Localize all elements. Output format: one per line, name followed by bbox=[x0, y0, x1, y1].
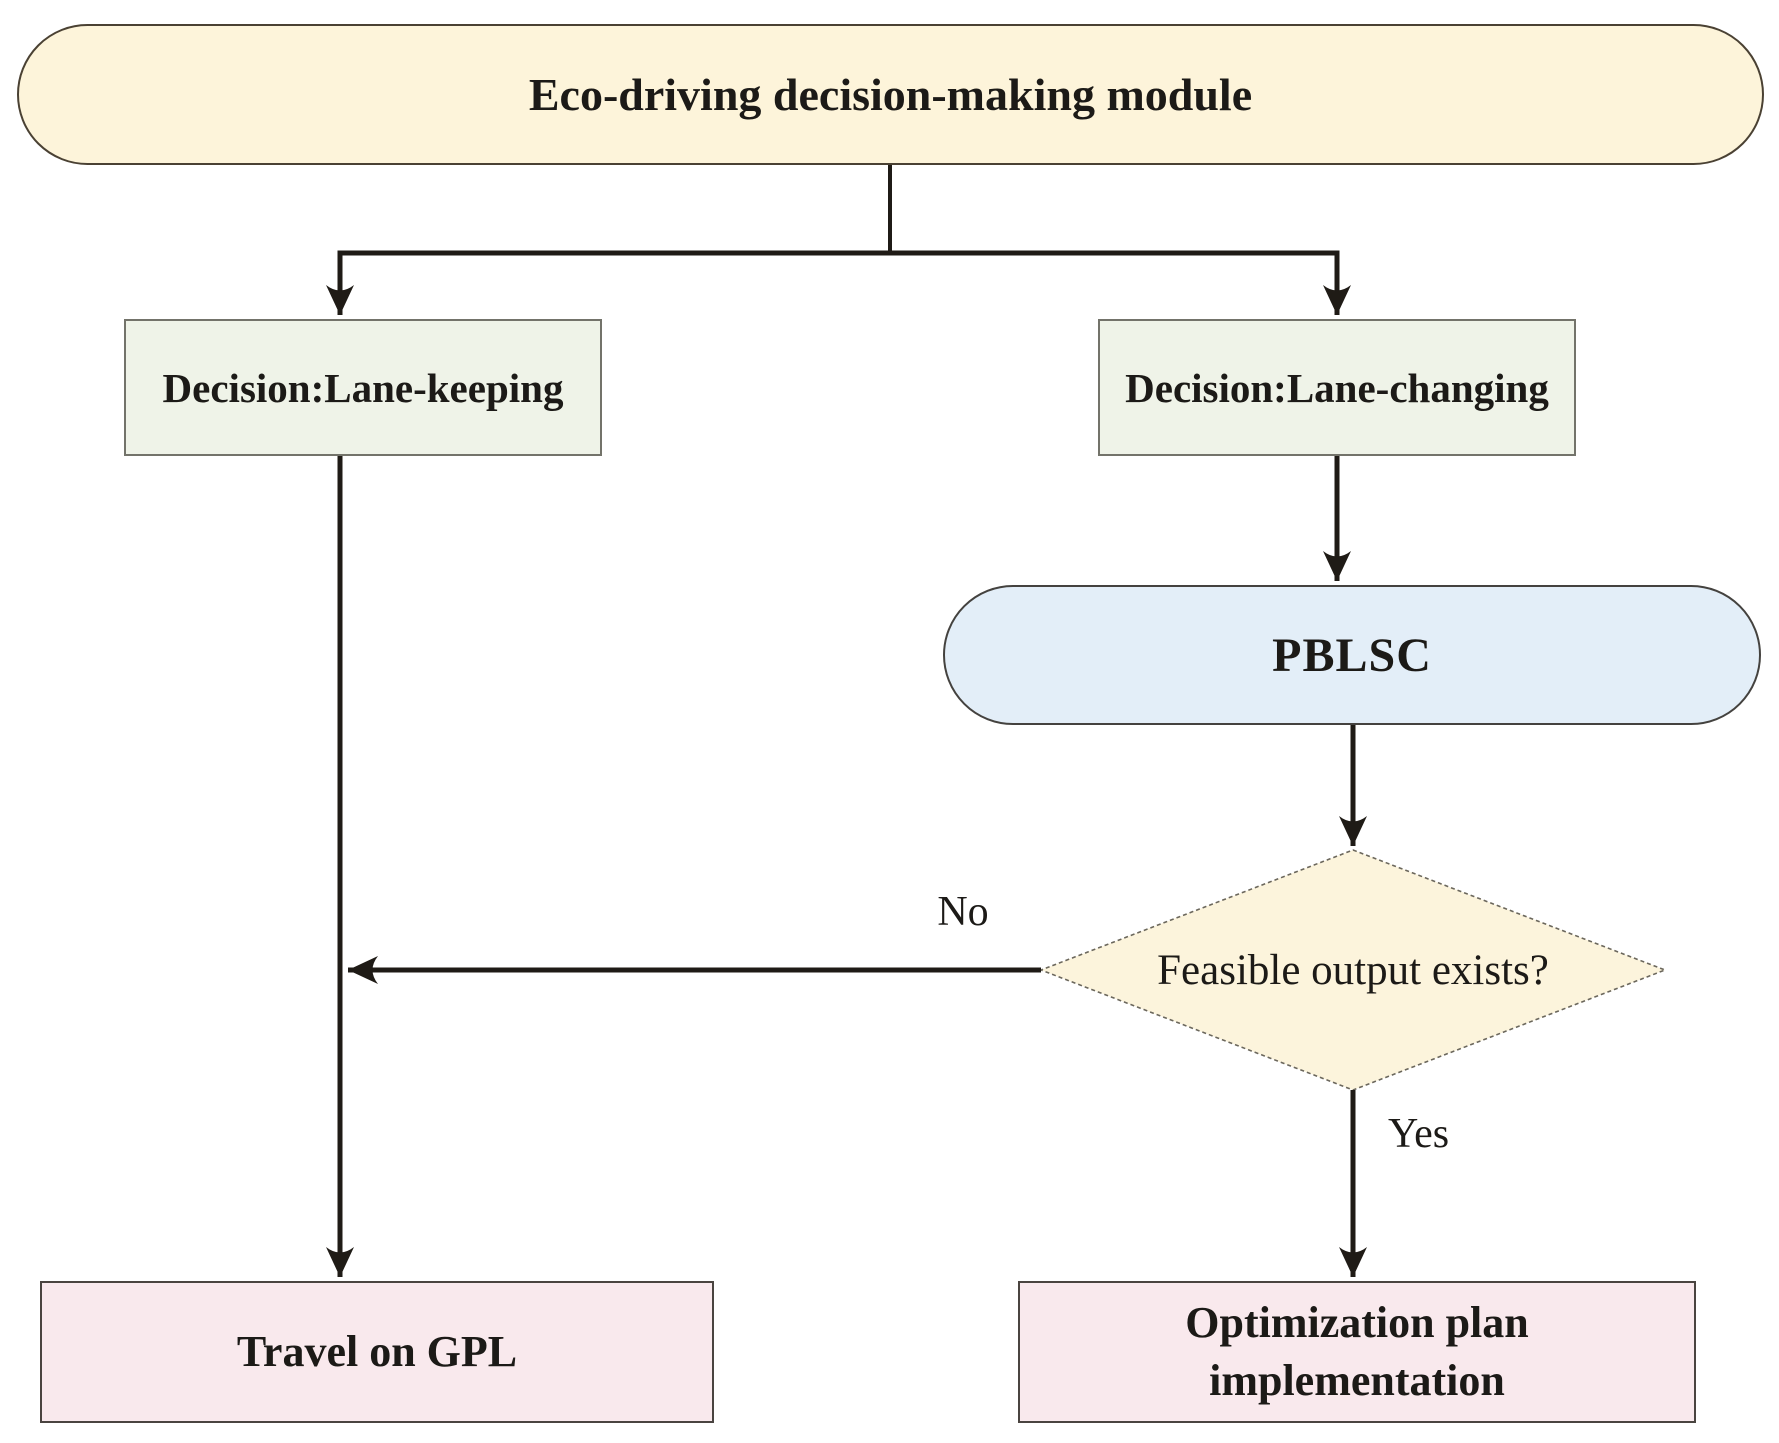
node-decision-lane-keeping-label: Decision:Lane-keeping bbox=[162, 364, 564, 411]
node-optimization-plan-label: Optimization plan implementation bbox=[1185, 1297, 1529, 1405]
edge-label-no: No bbox=[937, 889, 989, 935]
node-travel-on-gpl-label: Travel on GPL bbox=[236, 1326, 518, 1376]
node-pblsc: PBLSC bbox=[943, 585, 1761, 725]
node-decision-lane-changing-label: Decision:Lane-changing bbox=[1125, 364, 1549, 411]
node-decision-lane-keeping: Decision:Lane-keeping bbox=[124, 319, 602, 456]
edge-label-yes: Yes bbox=[1388, 1111, 1450, 1157]
node-optimization-plan: Optimization plan implementation bbox=[1018, 1281, 1696, 1423]
node-feasible-output-label: Feasible output exists? bbox=[1157, 946, 1549, 994]
node-eco-driving-module: Eco-driving decision-making module bbox=[17, 24, 1764, 165]
node-decision-lane-changing: Decision:Lane-changing bbox=[1098, 319, 1576, 456]
node-pblsc-label: PBLSC bbox=[1272, 628, 1432, 682]
node-travel-on-gpl: Travel on GPL bbox=[40, 1281, 714, 1423]
node-feasible-output: Feasible output exists? bbox=[1043, 850, 1663, 1090]
node-eco-driving-module-label: Eco-driving decision-making module bbox=[528, 69, 1253, 120]
